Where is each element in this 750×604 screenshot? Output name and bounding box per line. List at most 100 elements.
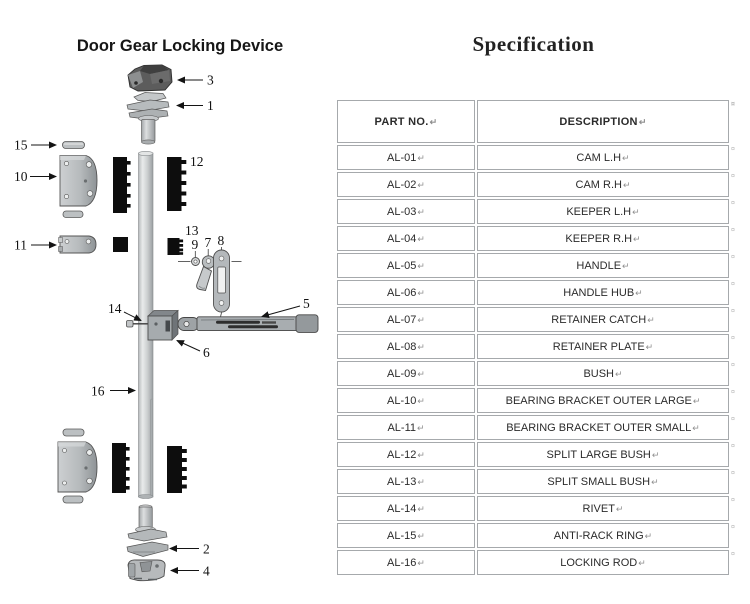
svg-text:1: 1 — [207, 98, 214, 113]
callout-16: 16 — [91, 384, 136, 399]
svg-text:2: 2 — [203, 542, 210, 557]
svg-text:16: 16 — [91, 384, 105, 399]
description-cell: HANDLE↵ — [477, 253, 729, 278]
row-end-mark: ¤ — [731, 307, 741, 332]
header-part-no: PART NO.↵ — [337, 100, 475, 143]
svg-text:7: 7 — [205, 235, 212, 250]
description-cell: LOCKING ROD↵ — [477, 550, 729, 575]
row-end-mark: ¤ — [731, 334, 741, 359]
anti-rack-ring-upper-2 — [62, 210, 84, 218]
callout-4: 4 — [170, 564, 210, 579]
table-row: AL-06↵HANDLE HUB↵¤ — [337, 280, 741, 305]
callout-7: 7 — [205, 235, 212, 256]
svg-text:14: 14 — [108, 301, 122, 316]
svg-text:12: 12 — [190, 154, 204, 169]
bush-washer — [178, 257, 200, 266]
row-end-mark: ¤ — [731, 550, 741, 575]
svg-text:4: 4 — [203, 564, 210, 579]
table-row: AL-12↵SPLIT LARGE BUSH↵¤ — [337, 442, 741, 467]
table-row: AL-14↵RIVET↵¤ — [337, 496, 741, 521]
row-end-mark: ¤ — [731, 361, 741, 386]
svg-text:9: 9 — [192, 237, 199, 252]
row-end-mark: ¤ — [731, 199, 741, 224]
split-small-bush — [167, 238, 184, 255]
callout-12: 12 — [190, 154, 204, 169]
table-row: AL-02↵CAM R.H↵¤ — [337, 172, 741, 197]
row-end-mark: ¤ — [731, 388, 741, 413]
table-row: AL-03↵KEEPER L.H↵¤ — [337, 199, 741, 224]
bearing-bracket-large-upper — [59, 155, 98, 207]
part-no-cell: AL-10↵ — [337, 388, 475, 413]
row-end-mark: ¤ — [731, 442, 741, 467]
callout-6: 6 — [176, 340, 210, 360]
description-cell: RETAINER PLATE↵ — [477, 334, 729, 359]
callout-9: 9 — [192, 237, 199, 257]
row-end-mark: ¤ — [731, 469, 741, 494]
callout-14: 14 — [108, 301, 142, 321]
description-cell: BEARING BRACKET OUTER SMALL↵ — [477, 415, 729, 440]
retainer-catch — [196, 255, 216, 292]
anti-rack-ring-lower — [62, 428, 85, 437]
row-end-mark: ¤ — [731, 280, 741, 305]
description-cell: ANTI-RACK RING↵ — [477, 523, 729, 548]
part-cam-top — [127, 64, 173, 92]
table-row: AL-05↵HANDLE↵¤ — [337, 253, 741, 278]
table-header-row: PART NO.↵ DESCRIPTION↵ ¤ — [337, 100, 741, 143]
part-keeper-bottom — [127, 559, 166, 582]
callout-11: 11 — [14, 238, 57, 253]
table-row: AL-08↵RETAINER PLATE↵¤ — [337, 334, 741, 359]
anti-rack-ring-lower-2 — [62, 495, 84, 504]
bearing-bracket-large-lower — [57, 441, 98, 493]
part-no-cell: AL-15↵ — [337, 523, 475, 548]
rivet — [126, 320, 150, 328]
part-no-cell: AL-03↵ — [337, 199, 475, 224]
table-row: AL-07↵RETAINER CATCH↵¤ — [337, 307, 741, 332]
svg-text:8: 8 — [218, 233, 225, 248]
description-cell: HANDLE HUB↵ — [477, 280, 729, 305]
description-cell: BEARING BRACKET OUTER LARGE↵ — [477, 388, 729, 413]
svg-text:13: 13 — [185, 223, 199, 238]
row-end-mark: ¤ — [731, 415, 741, 440]
svg-text:3: 3 — [207, 73, 214, 88]
callout-1: 1 — [176, 98, 214, 113]
part-no-cell: AL-01↵ — [337, 145, 475, 170]
table-row: AL-09↵BUSH↵¤ — [337, 361, 741, 386]
handle-hub — [147, 309, 179, 341]
split-large-bush-upper-right — [167, 157, 187, 211]
row-end-mark: ¤ — [731, 100, 741, 143]
split-large-bush-lower-right — [167, 446, 187, 493]
description-cell: BUSH↵ — [477, 361, 729, 386]
part-no-cell: AL-02↵ — [337, 172, 475, 197]
part-no-cell: AL-08↵ — [337, 334, 475, 359]
row-end-mark: ¤ — [731, 496, 741, 521]
part-no-cell: AL-04↵ — [337, 226, 475, 251]
table-row: AL-11↵BEARING BRACKET OUTER SMALL↵¤ — [337, 415, 741, 440]
callout-3: 3 — [177, 73, 214, 88]
svg-text:5: 5 — [303, 296, 310, 311]
return-mark: ↵ — [638, 116, 647, 127]
header-description: DESCRIPTION↵ — [477, 100, 729, 143]
table-row: AL-01↵CAM L.H↵¤ — [337, 145, 741, 170]
callout-8: 8 — [218, 233, 225, 250]
table-row: AL-15↵ANTI-RACK RING↵¤ — [337, 523, 741, 548]
part-no-cell: AL-07↵ — [337, 307, 475, 332]
retainer-plate — [213, 249, 242, 318]
part-no-cell: AL-16↵ — [337, 550, 475, 575]
part-cam-bottom — [126, 504, 169, 557]
table-row: AL-16↵LOCKING ROD↵¤ — [337, 550, 741, 575]
exploded-diagram: Door Gear Locking Device — [0, 0, 335, 604]
row-end-mark: ¤ — [731, 226, 741, 251]
callout-10: 10 — [14, 169, 57, 184]
description-cell: KEEPER R.H↵ — [477, 226, 729, 251]
part-no-cell: AL-05↵ — [337, 253, 475, 278]
part-no-cell: AL-13↵ — [337, 469, 475, 494]
part-no-cell: AL-06↵ — [337, 280, 475, 305]
row-end-mark: ¤ — [731, 253, 741, 278]
table-row: AL-04↵KEEPER R.H↵¤ — [337, 226, 741, 251]
specification-table: PART NO.↵ DESCRIPTION↵ ¤ AL-01↵CAM L.H↵¤… — [335, 98, 743, 577]
callout-5: 5 — [261, 296, 310, 319]
table-row: AL-13↵SPLIT SMALL BUSH↵¤ — [337, 469, 741, 494]
split-large-bush-lower-left — [112, 443, 130, 493]
bearing-bracket-small — [58, 235, 97, 254]
specification-title: Specification — [472, 32, 595, 56]
